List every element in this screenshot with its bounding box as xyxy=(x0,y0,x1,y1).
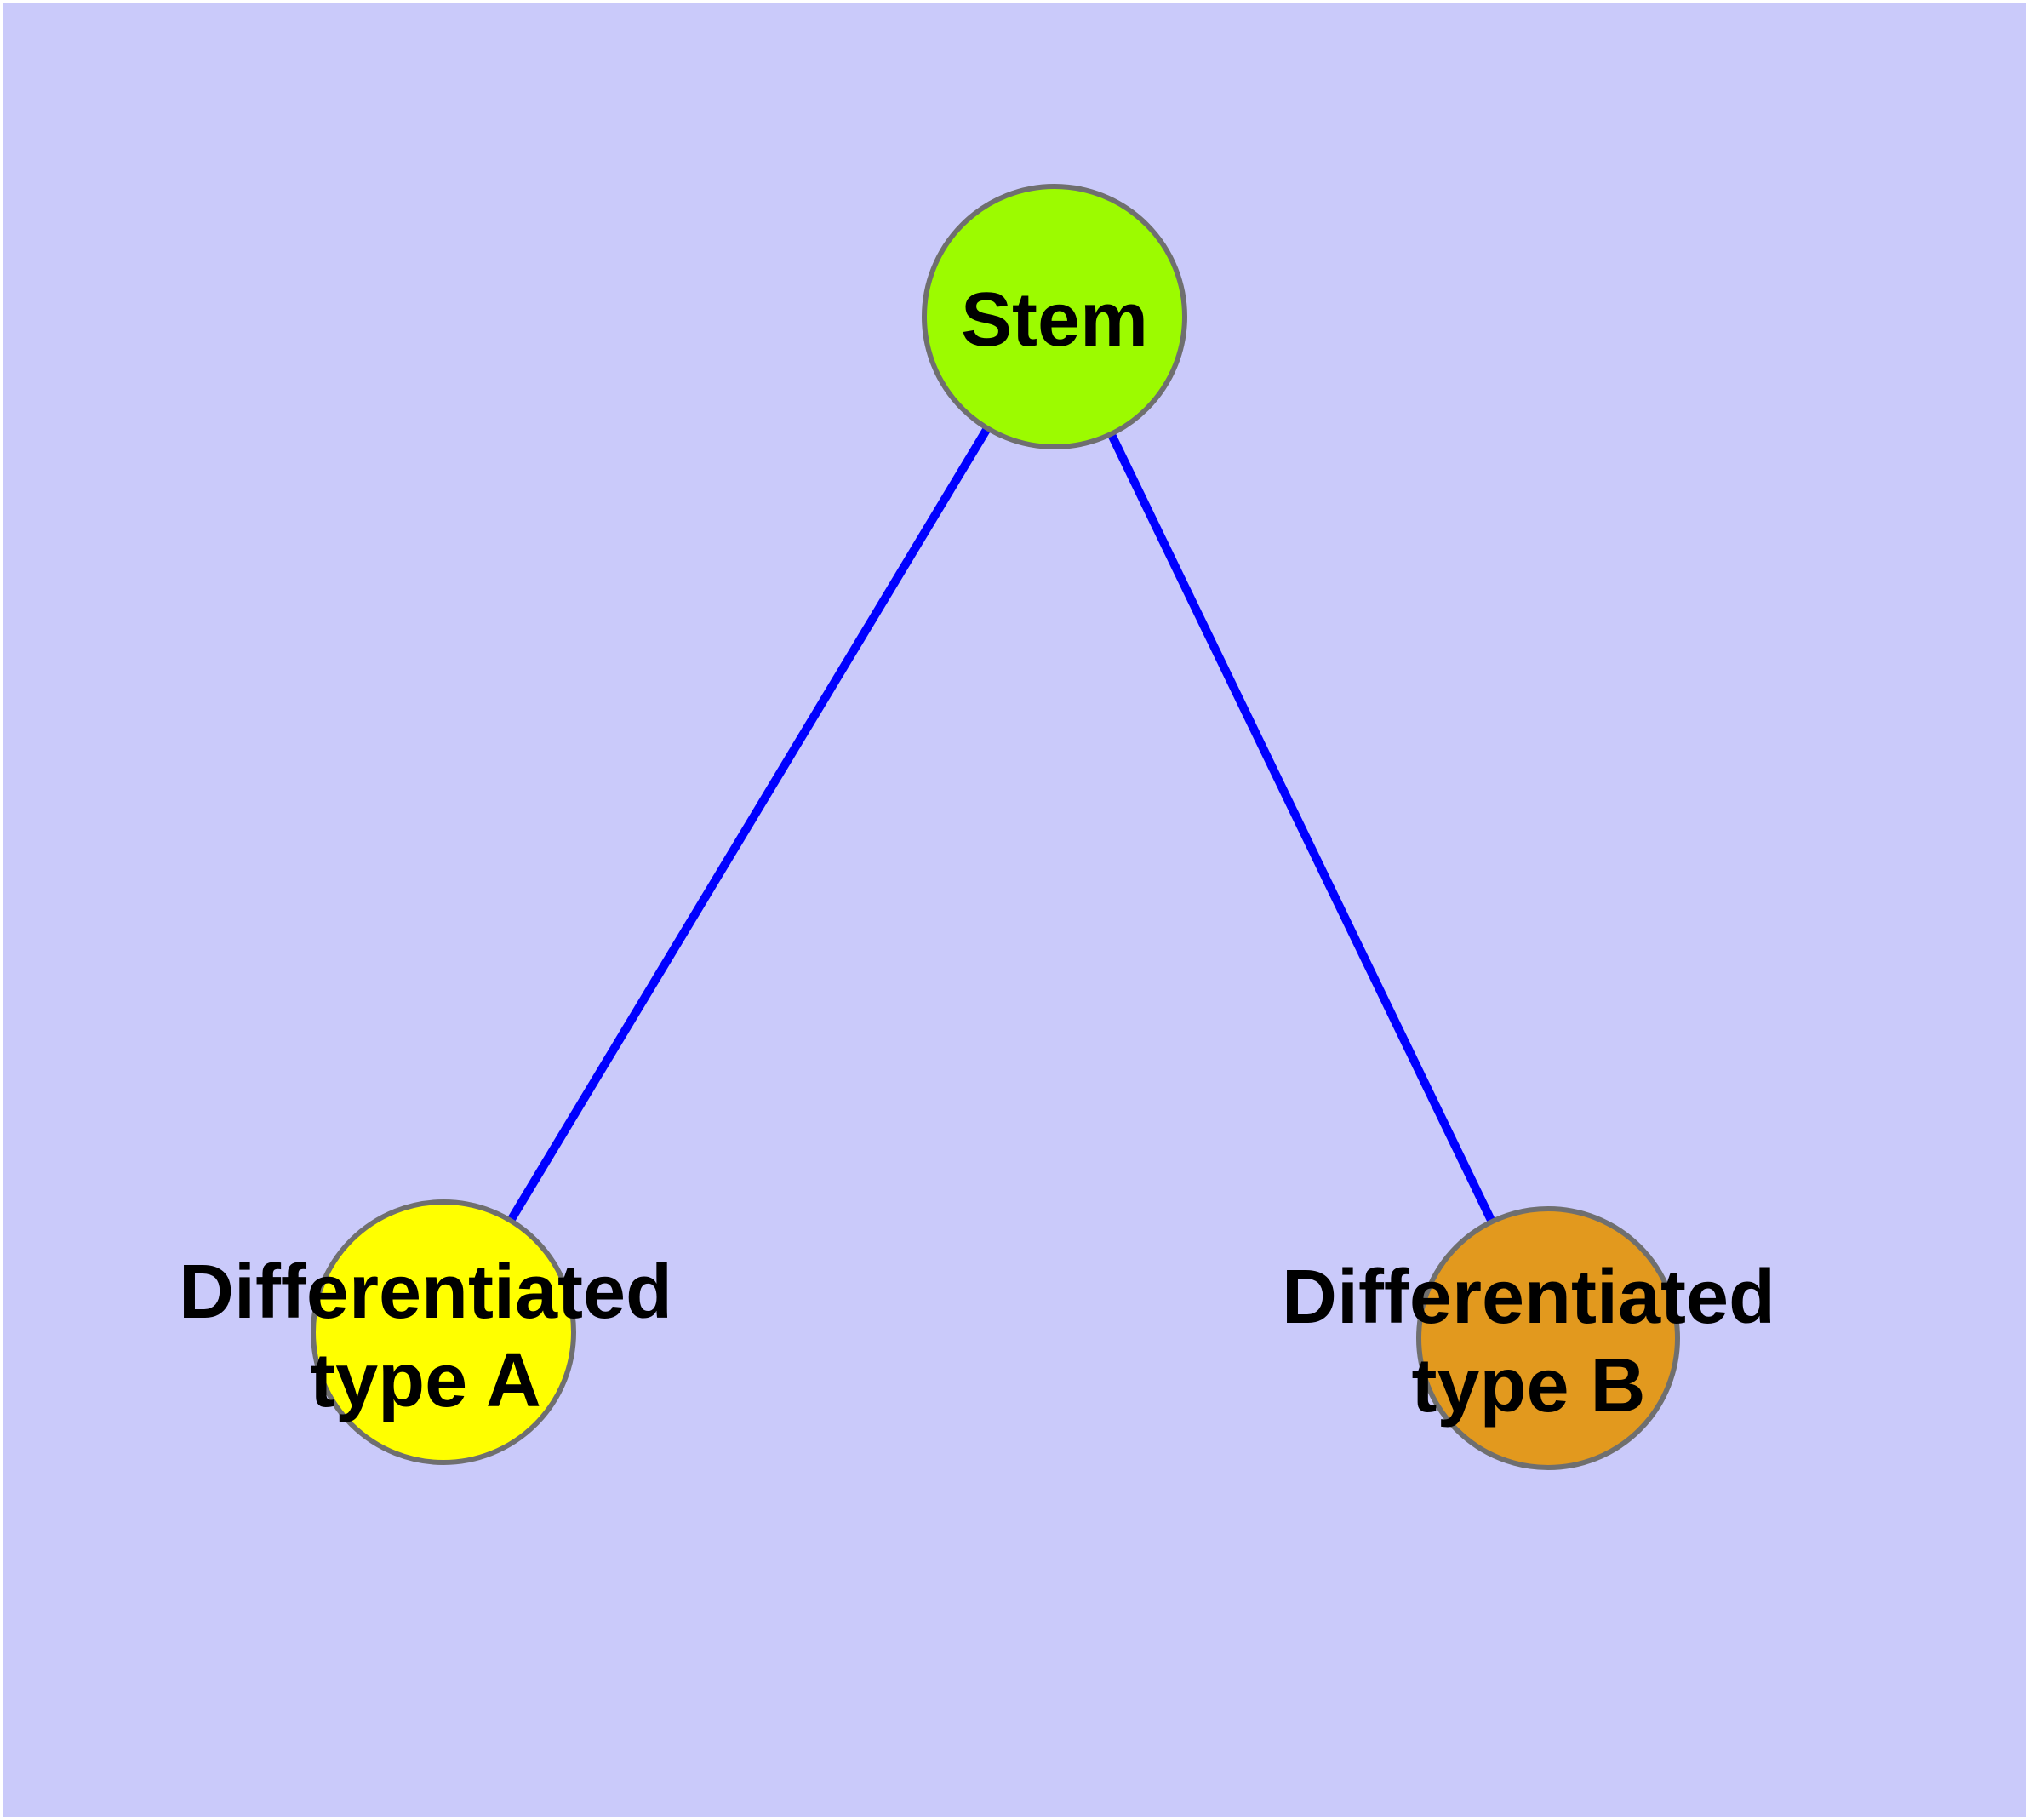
node-differentiated-type-a: Differentiated type A xyxy=(179,1199,672,1465)
node-differentiated-type-b: Differentiated type B xyxy=(1282,1206,1775,1470)
edge-stem-to-type-a xyxy=(439,314,1059,1335)
node-stem-label: Stem xyxy=(961,278,1148,363)
node-type-b-label-line1: Differentiated xyxy=(1282,1255,1775,1340)
node-type-a-label-line2: type A xyxy=(310,1338,541,1423)
node-stem-circle xyxy=(922,184,1187,449)
node-stem: Stem xyxy=(922,184,1187,449)
node-type-a-circle xyxy=(311,1199,576,1465)
node-type-a-label-line1: Differentiated xyxy=(179,1250,672,1335)
node-type-b-label-line2: type B xyxy=(1411,1343,1645,1428)
node-type-b-circle xyxy=(1416,1206,1680,1470)
edge-stem-to-type-b xyxy=(1050,314,1552,1341)
